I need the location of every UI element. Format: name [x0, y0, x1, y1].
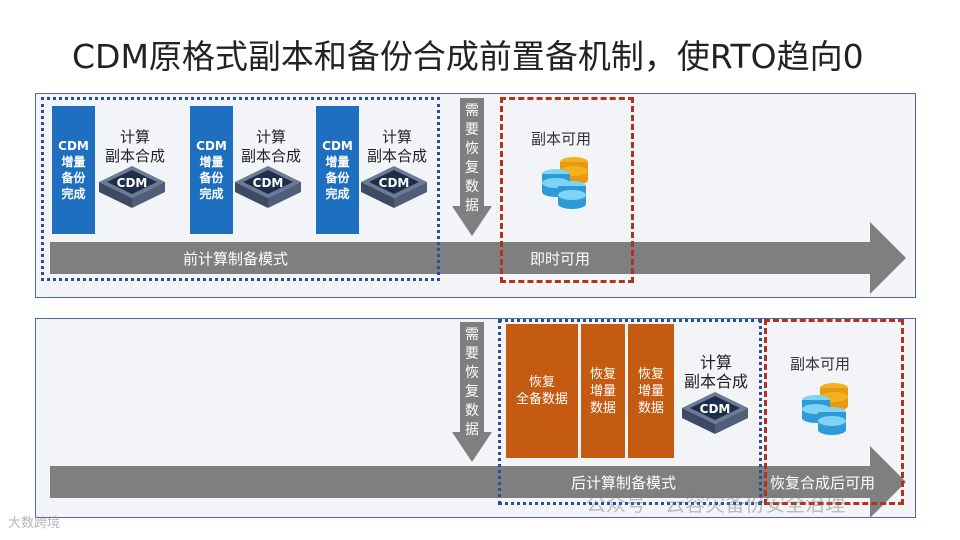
svg-text:CDM: CDM — [117, 176, 148, 190]
cdm-incremental-backup-box: CDM 增量 备份 完成 — [316, 106, 359, 234]
need-restore-label: 需 要 恢 复 数 据 — [465, 103, 479, 214]
need-restore-down-arrow — [452, 98, 492, 236]
database-icon — [800, 378, 856, 440]
replica-available-label: 副本可用 — [531, 130, 592, 148]
svg-text:CDM: CDM — [700, 402, 731, 416]
pre-compute-mode-label: 前计算制备模式 — [183, 250, 289, 268]
svg-text:CDM: CDM — [379, 176, 410, 190]
timeline-arrow-bottom — [50, 446, 906, 518]
instant-available-label: 即时可用 — [530, 250, 591, 268]
instant-available-outline — [500, 97, 634, 283]
restore-full-backup-box: 恢复 全备数据 — [506, 324, 578, 458]
compute-chip-icon: CDM — [97, 162, 167, 214]
pre-compute-dotted-outline — [41, 97, 440, 281]
compute-replica-synthesis-label: 计算 副本合成 — [683, 353, 748, 391]
svg-text:CDM: CDM — [253, 176, 284, 190]
compute-replica-synthesis-label: 计算 副本合成 — [366, 128, 427, 165]
cdm-incremental-backup-box: CDM 增量 备份 完成 — [190, 106, 233, 234]
post-compute-dotted-outline — [498, 319, 762, 505]
compute-chip-icon: CDM — [680, 388, 750, 440]
compute-chip-icon: CDM — [359, 162, 429, 214]
slide-title: CDM原格式副本和备份合成前置备机制，使RTO趋向0 — [72, 37, 864, 76]
post-restore-available-outline — [764, 319, 904, 505]
compute-replica-synthesis-label: 计算 副本合成 — [240, 128, 301, 165]
database-icon — [540, 152, 596, 214]
cdm-incremental-backup-box: CDM 增量 备份 完成 — [52, 106, 95, 234]
restore-incremental-box: 恢复 增量 数据 — [581, 324, 625, 458]
compute-chip-icon: CDM — [233, 162, 303, 214]
compute-replica-synthesis-label: 计算 副本合成 — [104, 128, 165, 165]
timeline-arrow-top — [50, 222, 906, 294]
post-compute-mode-label: 后计算制备模式 — [571, 474, 677, 492]
replica-available-label: 副本可用 — [790, 355, 851, 373]
need-restore-down-arrow — [452, 322, 492, 462]
account-watermark: 公众号 · 云容灾备份安全治理 — [586, 492, 846, 516]
restore-incremental-box: 恢复 增量 数据 — [628, 324, 674, 458]
brand-watermark: 大数跨境 — [8, 516, 61, 531]
post-restore-available-label: 恢复合成后可用 — [770, 474, 876, 492]
need-restore-label: 需 要 恢 复 数 据 — [465, 327, 479, 438]
